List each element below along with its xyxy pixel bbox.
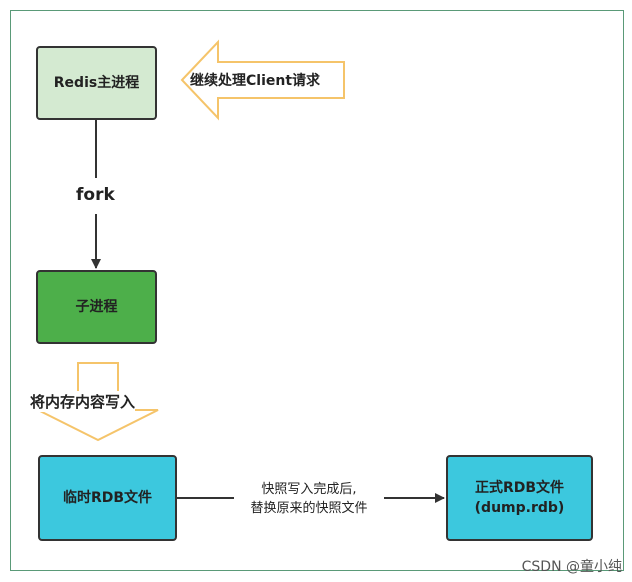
- temp-rdb-node: 临时RDB文件: [38, 455, 177, 541]
- final-rdb-filename: (dump.rdb): [474, 500, 565, 516]
- redis-main-process-node: Redis主进程: [36, 46, 157, 120]
- diagram-frame: [10, 10, 624, 571]
- child-process-node: 子进程: [36, 270, 157, 344]
- write-memory-label: 将内存内容写入: [30, 391, 136, 412]
- continue-client-label: 继续处理Client请求: [190, 73, 321, 89]
- fork-label: fork: [76, 185, 115, 205]
- csdn-watermark: CSDN @童小纯: [521, 559, 622, 575]
- replace-snapshot-line2: 替换原来的快照文件: [250, 501, 368, 516]
- final-rdb-node: 正式RDB文件 (dump.rdb): [446, 455, 593, 541]
- final-rdb-label: 正式RDB文件: [474, 480, 565, 496]
- hollow-left-arrow: [180, 39, 345, 121]
- temp-rdb-label: 临时RDB文件: [62, 490, 153, 506]
- replace-snapshot-label: 快照写入完成后, 替换原来的快照文件: [230, 480, 388, 518]
- replace-snapshot-line1: 快照写入完成后,: [261, 482, 357, 497]
- child-process-label: 子进程: [75, 299, 118, 315]
- redis-main-process-label: Redis主进程: [53, 75, 140, 91]
